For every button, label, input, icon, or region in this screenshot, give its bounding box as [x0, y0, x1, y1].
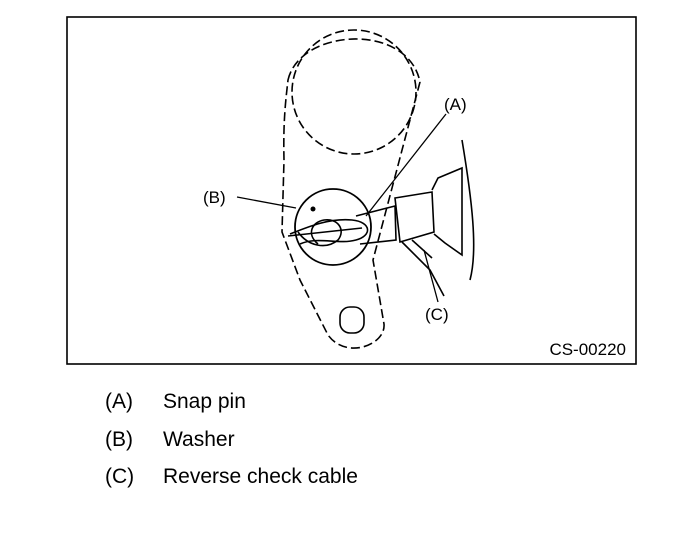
- lever-hole: [339, 306, 365, 334]
- legend-key: (B): [105, 427, 133, 451]
- legend-key: (C): [105, 465, 135, 488]
- callout-b: (B): [203, 188, 226, 207]
- callout-c: (C): [425, 305, 449, 324]
- leader-lines: [236, 113, 447, 303]
- figure-code: CS-00220: [549, 340, 626, 359]
- legend-item-a: (A) Snap pin: [105, 390, 358, 428]
- washer: [294, 188, 372, 266]
- legend: (A) Snap pin (B) Washer (C) Reverse chec…: [105, 390, 358, 503]
- reverse-check-cable: [355, 139, 475, 297]
- legend-item-b: (B) Washer: [105, 428, 358, 466]
- legend-item-c: (C) Reverse check cable: [105, 465, 358, 503]
- diagram-frame: [66, 16, 637, 365]
- lever-outline: [281, 29, 421, 349]
- legend-key: (A): [105, 390, 133, 413]
- legend-text: Snap pin: [163, 390, 246, 413]
- legend-text: Washer: [163, 427, 235, 451]
- legend-text: Reverse check cable: [163, 465, 358, 488]
- snap-pin: [287, 218, 369, 247]
- callout-a: (A): [444, 95, 467, 114]
